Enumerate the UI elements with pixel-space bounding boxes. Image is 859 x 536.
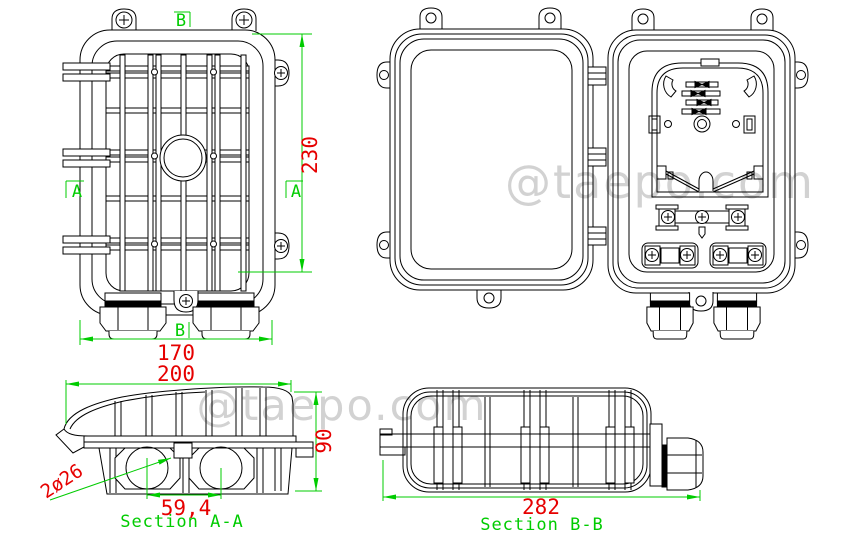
lid-inner-face <box>411 50 572 269</box>
front-view-annotations: B B A A 230 170 <box>66 11 322 365</box>
dim-230-text: 230 <box>298 136 322 174</box>
center-block <box>174 443 192 458</box>
center-boss <box>160 135 206 181</box>
gland-diameter-text: 2ø26 <box>37 460 87 503</box>
tray-pivot-row <box>649 116 755 133</box>
body-ear-top-right <box>750 8 774 32</box>
flange-right-bracket <box>296 448 313 457</box>
latch-screw-right-lower <box>274 239 288 253</box>
ear-screw-top-right <box>235 11 253 29</box>
lid-ear-bottom <box>476 288 502 309</box>
dim-170-text: 170 <box>157 341 195 365</box>
bb-cable-gland <box>650 424 703 490</box>
lid-ear-top-left <box>419 7 443 31</box>
section-bb-annotations: 282 Section B-B <box>383 460 700 535</box>
tray-retainer-straps <box>657 166 763 192</box>
dim-282-text: 282 <box>522 495 560 519</box>
cable-gland-front-right <box>192 292 260 340</box>
section-aa-view: 200 90 59,4 2ø26 Section A-A <box>37 362 336 532</box>
body-ear-right-upper <box>793 61 809 89</box>
tray-center-arch <box>699 172 713 191</box>
dim-200-text: 200 <box>157 362 195 386</box>
hinge-tabs-left <box>63 63 110 254</box>
open-view-body <box>608 8 809 340</box>
bb-thin-ribs <box>485 397 578 487</box>
open-view <box>376 7 809 340</box>
section-a-cut-left <box>66 181 84 198</box>
body-inner-face <box>629 51 774 272</box>
section-bb-label: Section B-B <box>480 515 604 535</box>
lid-dome-inner-line <box>70 392 205 429</box>
lid-gasket-groove-inner <box>400 39 583 280</box>
bottom-tab-screw <box>179 294 193 308</box>
front-view: B B A A 230 170 <box>63 8 322 365</box>
section-marker-b-top: B <box>176 11 186 31</box>
dim-282-extension-lines <box>383 460 700 501</box>
dim-59-text: 59,4 <box>161 496 212 520</box>
bar-center-pin <box>699 227 705 238</box>
section-marker-b-bottom: B <box>175 321 185 341</box>
watermark-center: @taepo.com <box>505 155 815 209</box>
section-aa-label: Section A-A <box>120 512 244 532</box>
dim-90-text: 90 <box>312 428 336 453</box>
dim-59-extension-lines <box>147 458 221 499</box>
splice-tray <box>649 59 768 197</box>
bb-shell-line-1 <box>407 392 647 488</box>
flange-lower <box>84 442 313 448</box>
section-b-cut-top <box>174 12 190 27</box>
tray-corner-hook-right <box>744 76 756 97</box>
splice-holders <box>682 82 720 115</box>
flange-upper <box>84 436 296 442</box>
lid-ear-top-right <box>538 7 562 31</box>
tray-corner-hook-left <box>664 76 676 97</box>
tray-top-tab <box>701 59 719 66</box>
dim-200-extension-lines <box>66 380 291 424</box>
body-rim-line-1 <box>613 35 790 288</box>
section-marker-a-left: A <box>72 182 82 202</box>
dome-ribs <box>115 388 266 436</box>
latch-screw-right-upper <box>274 66 288 80</box>
watermark-bottom: @taepo.com <box>196 381 487 431</box>
body-ear-top-left <box>631 8 655 32</box>
ear-screw-top-left <box>115 11 133 29</box>
section-aa-annotations: 200 90 59,4 2ø26 Section A-A <box>37 362 336 532</box>
cable-gland-body-left <box>646 292 694 340</box>
bb-clamp-posts <box>434 390 634 490</box>
clamp-bar-assembly <box>656 205 748 238</box>
cable-clamp-left <box>642 243 698 268</box>
bar-screw-center <box>695 210 709 224</box>
body-rim-line-2 <box>618 40 785 283</box>
section-marker-a-right: A <box>291 182 301 202</box>
cable-clamp-right <box>710 243 766 268</box>
gland-leader-line <box>50 458 171 500</box>
lid-ear-left-lower <box>376 231 392 259</box>
bar-screw-left <box>661 210 675 224</box>
bb-shell-line-2 <box>411 396 643 484</box>
section-bb-view: 282 Section B-B <box>380 388 703 535</box>
lid-ear-left-upper <box>376 61 392 89</box>
cable-gland-body-right <box>713 292 761 340</box>
open-view-lid <box>376 7 593 309</box>
bar-screw-right <box>731 210 745 224</box>
body-ear-right-lower <box>793 231 809 259</box>
cable-gland-front-left <box>99 292 167 340</box>
